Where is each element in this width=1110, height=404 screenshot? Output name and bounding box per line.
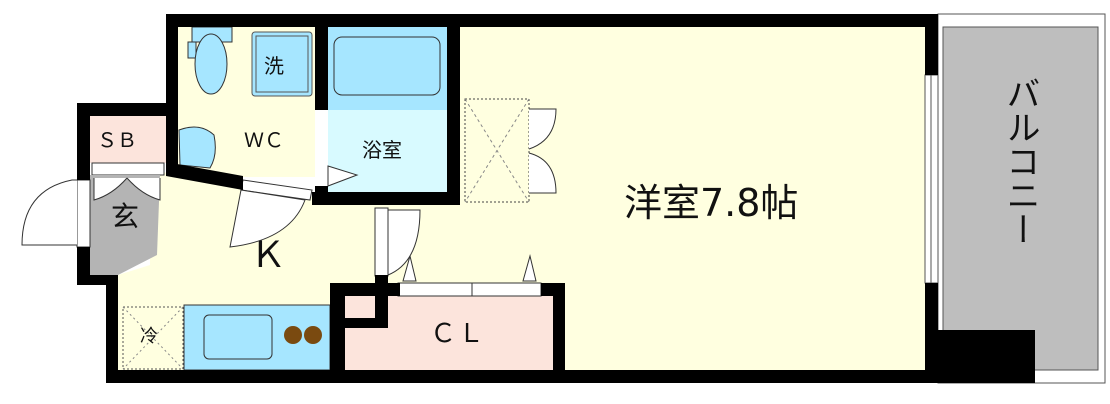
kitchen-sink xyxy=(203,314,273,360)
washer-pan xyxy=(251,31,313,97)
stove-burner-icon xyxy=(284,326,302,344)
closet-label: ＣＬ xyxy=(430,319,487,349)
balcony-block xyxy=(938,330,1035,383)
shoe-box-label: ＳＢ xyxy=(97,128,137,152)
bath-tub xyxy=(333,36,441,96)
shoe-box xyxy=(90,116,166,163)
toilet-bowl-icon xyxy=(194,33,228,95)
entrance-door[interactable] xyxy=(21,179,77,246)
refrigerator-label: 冷 xyxy=(140,326,158,347)
shoe-box-door[interactable] xyxy=(91,162,165,176)
entrance-label: 玄 xyxy=(111,200,140,233)
washer-label: 洗 xyxy=(264,54,284,78)
shoe-box-doors-swing xyxy=(93,177,161,201)
closet-door-swing xyxy=(402,254,417,282)
room-door-frame xyxy=(374,207,389,277)
refrigerator-cross xyxy=(122,306,184,370)
balcony-label: バルコニー xyxy=(1000,76,1040,246)
toilet-lever xyxy=(187,41,197,59)
entrance-floor xyxy=(90,175,160,275)
room-door[interactable] xyxy=(387,209,421,276)
washer-inner xyxy=(255,35,309,93)
wc-label: ＷＣ xyxy=(244,128,284,152)
bathroom-label: 浴室 xyxy=(362,138,402,162)
wc-door[interactable] xyxy=(229,189,306,248)
walls xyxy=(77,14,938,383)
bath-door[interactable] xyxy=(327,165,359,187)
sink-icon xyxy=(178,126,216,169)
stove-burner-icon xyxy=(304,326,322,344)
balcony-floor xyxy=(942,26,1099,371)
storage-doors[interactable] xyxy=(528,108,557,194)
kitchen-label: Ｋ xyxy=(250,235,287,276)
western-room-label: 洋室7.8帖 xyxy=(624,181,799,225)
closet-doors[interactable] xyxy=(397,282,542,297)
entrance-door-frame xyxy=(76,179,91,248)
closet-door-swing xyxy=(522,254,537,282)
